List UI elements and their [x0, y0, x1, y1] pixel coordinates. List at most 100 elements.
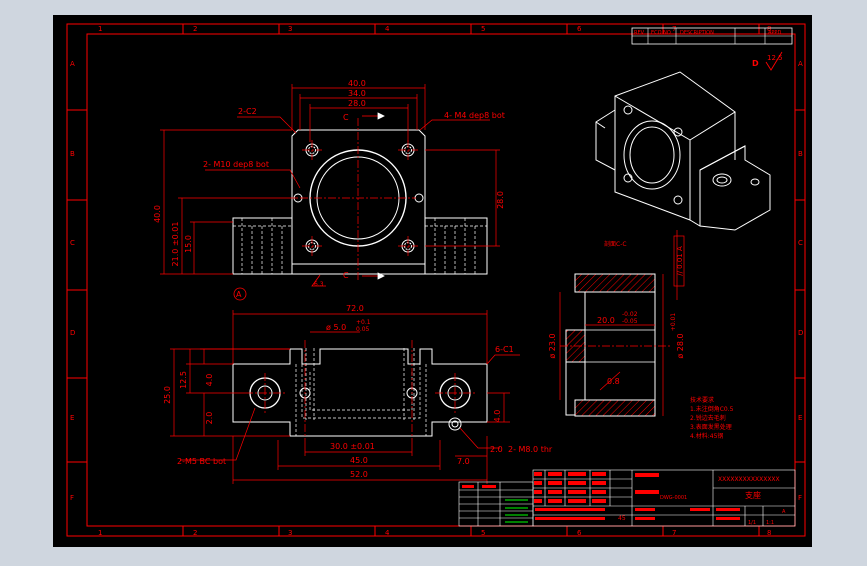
part-name: 支座	[745, 490, 761, 500]
outer-border	[66, 23, 806, 537]
zone-col-label: 3	[288, 529, 292, 537]
zone-col-label: 4	[385, 25, 390, 33]
zone-col-label: 8	[767, 25, 771, 33]
dim-4a: 4.0	[205, 374, 214, 387]
zone-row-label: C	[70, 239, 75, 247]
dim-28: 28.0	[348, 99, 366, 108]
surface-value: 12.5	[767, 54, 783, 62]
note-line: 4.材料:45钢	[690, 432, 723, 440]
zone-col-label: 6	[577, 529, 582, 537]
zone-col-label: 6	[577, 25, 582, 33]
iso-foot-hole	[712, 173, 732, 187]
dim-h15: 15.0	[184, 235, 193, 253]
inner-border	[86, 33, 796, 527]
tol-lower: -0.05	[622, 318, 638, 325]
cbore-note: 2- M10 dep8 bot	[203, 160, 269, 169]
dim-h28: 28.0	[496, 191, 505, 209]
dim-r4: 4.0	[493, 410, 502, 423]
section-mark-bottom: C	[343, 271, 349, 280]
sheet: 1/1	[748, 520, 756, 526]
dim-45: 45.0	[350, 456, 368, 465]
detail-note: 6.3	[314, 281, 324, 288]
company-name: XXXXXXXXXXXXXXX	[718, 476, 780, 483]
tech-notes: 技术要求 1.未注倒角C0.5 2.锐边去毛刺 3.表面发黑处理 4.材料:45…	[690, 396, 734, 440]
section-mark-top: C	[343, 113, 349, 122]
zone-col-label: 1	[98, 529, 102, 537]
dim-d23: ø 23.0	[548, 333, 557, 358]
cbores-note: 2-M5 BC bot	[177, 457, 226, 466]
rev-header: REV	[634, 30, 645, 36]
dim-7: 7.0	[457, 457, 470, 466]
zone-col-label: 7	[672, 25, 676, 33]
dim-d28-tol: +0.01	[670, 313, 677, 332]
dim-52: 52.0	[350, 470, 368, 479]
zone-row-label: F	[798, 494, 802, 502]
scale: 1:1	[766, 520, 774, 526]
tol-upper: -0.02	[622, 311, 638, 318]
rev-header: ECO NO	[651, 30, 671, 36]
zone-row-label: D	[70, 329, 75, 337]
zone-ticks	[67, 24, 805, 536]
zone-col-label: 2	[193, 529, 197, 537]
dim-20: 20.0	[597, 316, 615, 325]
dim-2: 2.0	[205, 412, 214, 425]
zone-row-label: E	[798, 414, 802, 422]
revision: A	[782, 509, 786, 515]
note-line: 3.表面发黑处理	[690, 423, 732, 431]
zone-row-label: D	[798, 329, 803, 337]
material: 45	[618, 515, 626, 522]
zone-row-label: C	[798, 239, 803, 247]
dim-34: 34.0	[348, 89, 366, 98]
zone-labels: 1 2 3 4 5 6 7 8 1 2 3 4 5 6 7 8 A B C D …	[70, 25, 803, 537]
dim-d28: ø 28.0	[676, 333, 685, 358]
dim-bore: ø 5.0	[326, 323, 346, 332]
front-view-centerlines	[245, 340, 475, 440]
bore-tol-lower: 0.05	[356, 326, 370, 333]
thread-hole	[448, 417, 462, 431]
zone-col-label: 4	[385, 529, 390, 537]
zone-row-label: A	[70, 60, 75, 68]
surface-finish-symbol: D 12.5	[752, 51, 783, 71]
title-block: XXXXXXXXXXXXXXX 支座 DWG-0001 1:1 1/1 45 A	[458, 469, 796, 527]
dim-r2: 2.0	[490, 445, 503, 454]
zone-row-label: A	[798, 60, 803, 68]
dim-h21: 21.0 ±0.01	[171, 222, 180, 267]
bore-tol-upper: +0.1	[356, 319, 371, 326]
front-view	[232, 348, 488, 437]
dim-12-5: 12.5	[179, 371, 188, 389]
top-view-dimensions	[160, 84, 500, 275]
top-view-centerlines	[300, 118, 418, 280]
chamfer-6c1: 6-C1	[495, 345, 514, 354]
dim-72: 72.0	[346, 304, 364, 313]
front-outline	[232, 348, 488, 437]
zone-col-label: 5	[481, 25, 485, 33]
section-label: 剖面C-C	[604, 240, 627, 248]
zone-row-label: B	[70, 150, 75, 158]
dim-25: 25.0	[163, 386, 172, 404]
isometric-view	[595, 71, 771, 231]
zone-col-label: 7	[672, 529, 676, 537]
rev-header: DESCRIPTION	[680, 30, 714, 36]
title-fill-marks	[462, 472, 740, 520]
section-view: 剖面C-C 20.0 -0.02 -0.05 ø 23.0 ø 28.0 +0.…	[548, 230, 685, 417]
revision-table: REV ECO NO DESCRIPTION APPD	[631, 27, 793, 45]
dim-30: 30.0 ±0.01	[330, 442, 375, 451]
note-title: 技术要求	[690, 396, 714, 404]
thread-note: 2- M8.0 thr	[508, 445, 553, 454]
front-view-dimensions	[170, 310, 520, 484]
zone-row-label: F	[70, 494, 74, 502]
datum-letter: A	[236, 290, 242, 299]
chamfer-note: 2-C2	[238, 107, 257, 116]
front-view-dim-text: 72.0 ø 5.0 +0.1 0.05 6-C1 25.0 12.5 4.0 …	[163, 304, 553, 479]
note-line: 2.锐边去毛刺	[690, 414, 726, 422]
zone-col-label: 5	[481, 529, 485, 537]
surface-letter: D	[752, 59, 759, 68]
paper-sheet	[53, 15, 812, 547]
flatness-fcf: // 0.01 A	[676, 246, 684, 276]
zone-col-label: 2	[193, 25, 197, 33]
top-view-dim-text: 40.0 34.0 28.0 2-C2 4- M4 dep8 bot 2- M1…	[153, 79, 505, 299]
drawing-number: DWG-0001	[660, 495, 687, 501]
iso-bore	[623, 120, 681, 190]
